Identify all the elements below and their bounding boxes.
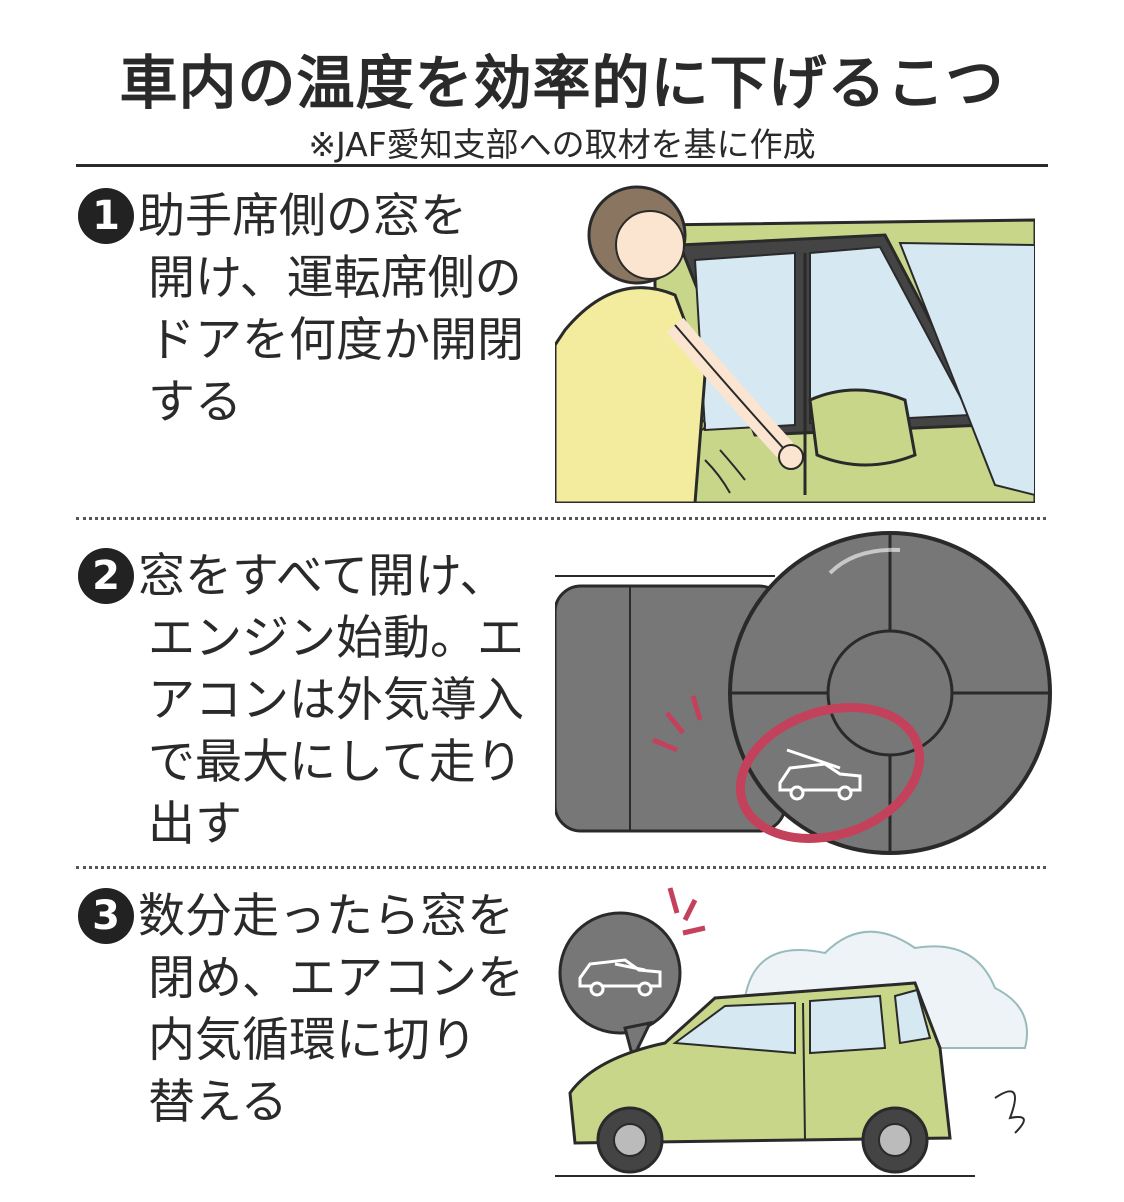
- step-line: 助手席側の窓を: [138, 189, 467, 244]
- step-line: アコンは外気導入: [148, 673, 524, 728]
- step-line: 開け、運転席側の: [148, 251, 522, 306]
- page-subtitle: ※JAF愛知支部への取材を基に作成: [308, 125, 816, 164]
- step-line: 内気循環に切り: [148, 1013, 477, 1068]
- step-number-badge: 2: [78, 547, 134, 604]
- step-number-badge: 1: [78, 187, 134, 244]
- title-divider: [76, 164, 1048, 167]
- step-line: する: [148, 375, 242, 430]
- car-driving-recirculation-illustration: [555, 887, 1028, 1177]
- step-line: 替える: [148, 1075, 288, 1130]
- step-line: で最大にして走り: [148, 735, 523, 790]
- section-divider: [76, 517, 1046, 520]
- person-opening-car-door-illustration: [555, 185, 1035, 503]
- step-line: 出す: [148, 797, 242, 852]
- step-line: 数分走ったら窓を: [138, 889, 514, 944]
- step-line: 閉め、エアコンを: [148, 951, 524, 1006]
- step-line: エンジン始動。エ: [148, 611, 524, 666]
- step-line: 窓をすべて開け、: [138, 549, 507, 604]
- section-divider: [76, 866, 1046, 869]
- page-title: 車内の温度を効率的に下げるこつ: [119, 49, 1005, 117]
- step-number-badge: 3: [78, 887, 134, 944]
- step-line: ドアを何度か開閉: [148, 313, 524, 368]
- air-circulation-button-panel-illustration: [555, 531, 1052, 855]
